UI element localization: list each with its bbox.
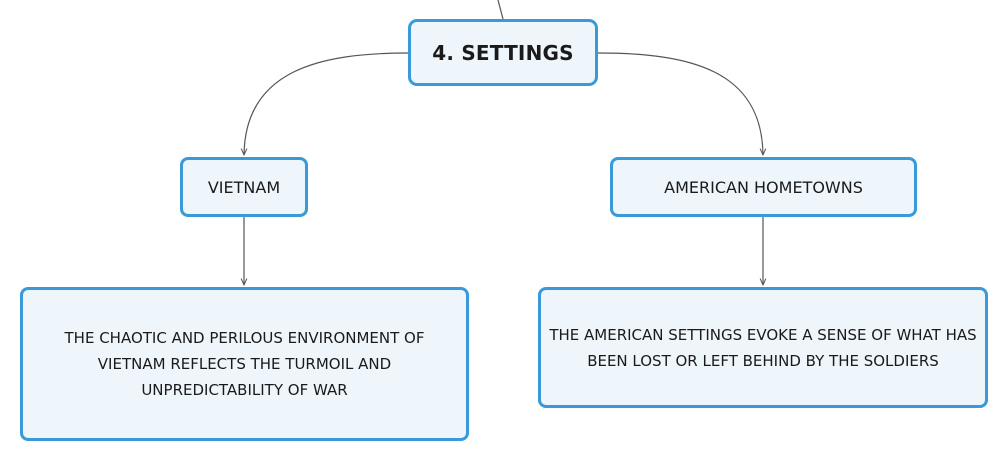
branch-node-american-hometowns[interactable]: AMERICAN HOMETOWNS (610, 157, 917, 217)
branch-node-label: AMERICAN HOMETOWNS (664, 177, 863, 197)
root-node-settings[interactable]: 4. SETTINGS (408, 19, 598, 86)
connector-incoming-root (497, 0, 504, 20)
connector-root-to-american-hometowns (597, 52, 763, 155)
detail-node-text: THE AMERICAN SETTINGS EVOKE A SENSE OF W… (549, 325, 977, 370)
detail-node-american-hometowns[interactable]: THE AMERICAN SETTINGS EVOKE A SENSE OF W… (538, 287, 988, 408)
branch-node-label: VIETNAM (207, 177, 281, 197)
detail-node-text: THE CHAOTIC AND PERILOUS ENVIRONMENT OF … (64, 329, 425, 399)
detail-node-vietnam[interactable]: THE CHAOTIC AND PERILOUS ENVIRONMENT OF … (20, 287, 469, 441)
connector-root-to-vietnam (244, 52, 409, 155)
branch-node-vietnam[interactable]: VIETNAM (180, 157, 308, 217)
root-node-label: 4. SETTINGS (432, 40, 574, 65)
